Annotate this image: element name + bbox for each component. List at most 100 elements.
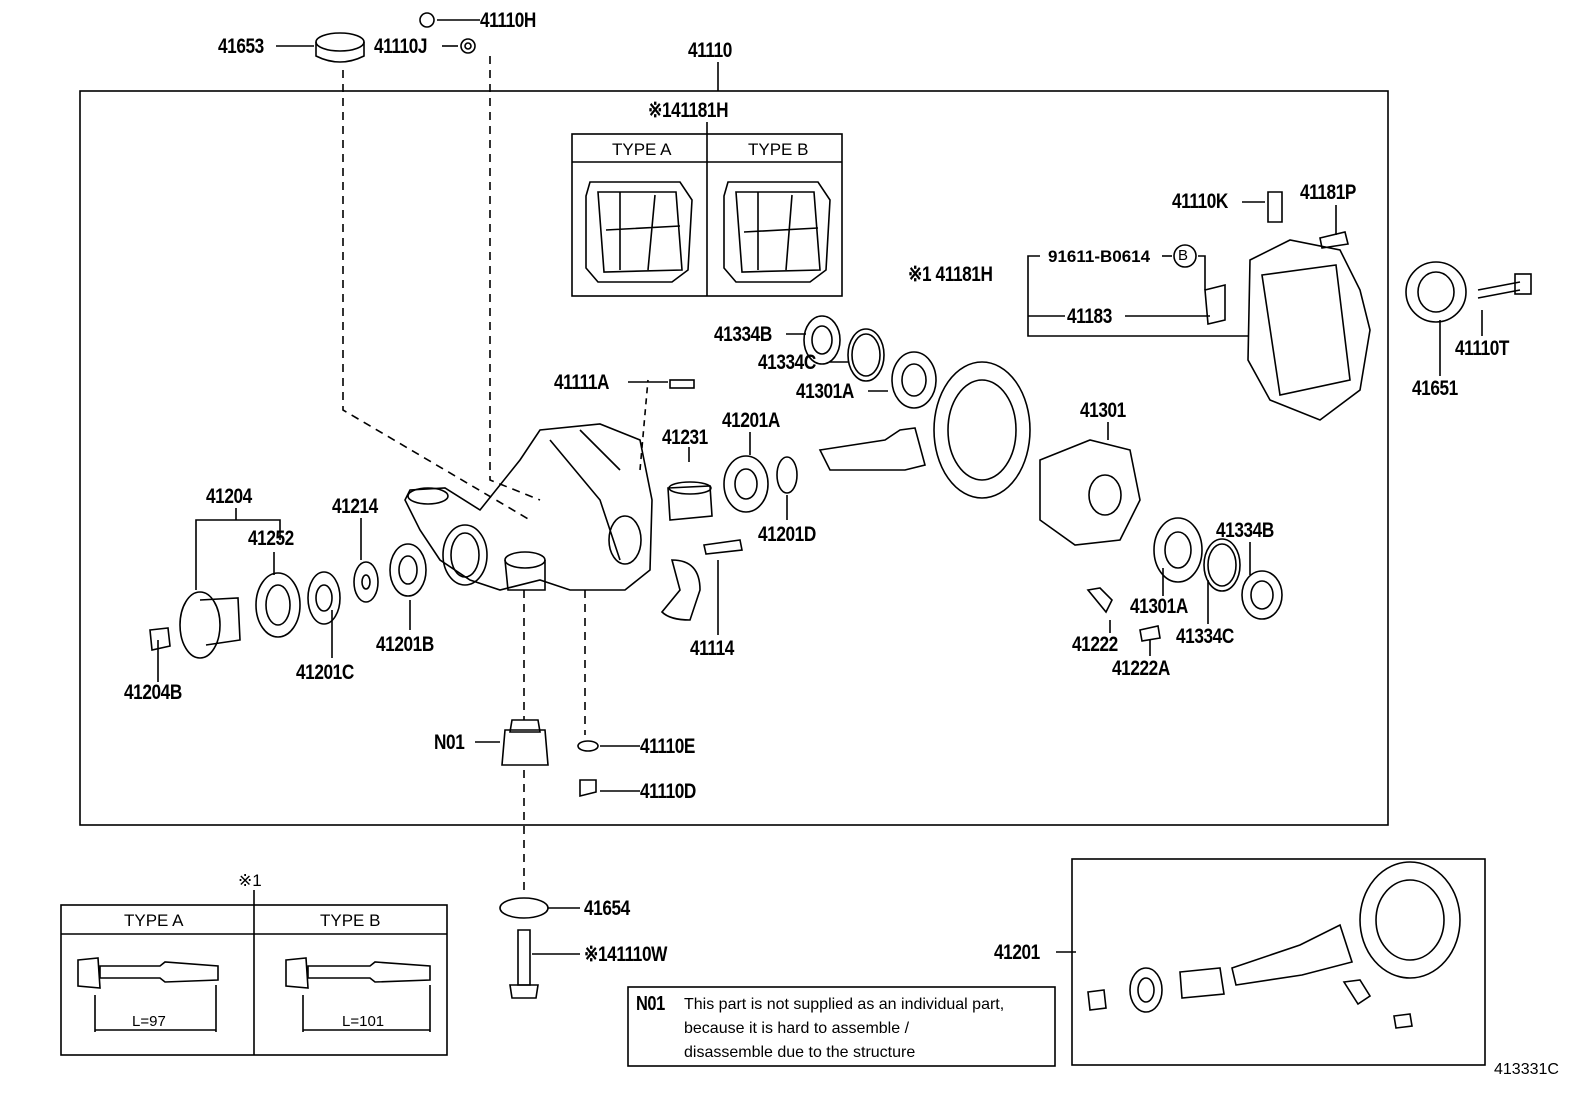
bolt-length-b: L=101	[342, 1013, 385, 1030]
gasket-type-b-label: TYPE B	[748, 140, 809, 159]
bearing-41301a-top-icon	[891, 351, 937, 409]
label-41334b-top: 41334B	[714, 323, 772, 346]
washer-41201d-icon	[776, 456, 798, 494]
bolt-41110d-icon	[579, 779, 597, 798]
stopper-41654-icon	[499, 897, 549, 919]
differential-carrier-housing-icon	[404, 423, 653, 591]
label-41201c: 41201C	[296, 661, 354, 684]
bolt-41114-icon	[703, 539, 743, 555]
label-41301a-bottom: 41301A	[1130, 595, 1188, 618]
note-line-3: disassemble due to the structure	[684, 1044, 916, 1061]
reference-b-text: B	[1178, 247, 1189, 264]
bearing-41201a-icon	[723, 455, 769, 513]
label-41181h-top: ※141181H	[648, 99, 729, 122]
label-41204: 41204	[206, 485, 252, 508]
label-41111a: 41111A	[554, 371, 610, 394]
set-pinion-icon	[1231, 923, 1354, 986]
bolt-41110w-icon	[517, 929, 531, 986]
bolt-type-a-icon	[77, 957, 101, 989]
label-41222a: 41222A	[1112, 657, 1170, 680]
set-sleeve-icon	[1179, 967, 1225, 999]
label-41653: 41653	[218, 35, 264, 58]
label-41183: 41183	[1067, 305, 1112, 328]
label-41110h: 41110H	[480, 9, 536, 32]
gasket-type-a-icon	[585, 181, 693, 283]
set-bearing-icon	[1129, 967, 1163, 1013]
diagram-id: 413331C	[1494, 1061, 1559, 1078]
bearing-41201c-icon	[307, 571, 341, 625]
drive-pinion-icon	[818, 427, 926, 471]
ring-gear-icon	[933, 361, 1031, 499]
label-41181h-right: ※1 41181H	[908, 263, 993, 286]
lock-plate-41222-icon	[1086, 587, 1113, 614]
bearing-41301a-bottom-icon	[1153, 517, 1203, 583]
label-41334c-top: 41334C	[758, 351, 816, 374]
label-41231: 41231	[662, 426, 708, 449]
bolt-length-a: L=97	[132, 1013, 166, 1030]
label-41201d: 41201D	[758, 523, 816, 546]
bolt-type-b-icon	[285, 957, 309, 989]
label-41201a: 41201A	[722, 409, 780, 432]
label-41114: 41114	[690, 637, 734, 660]
companion-flange-icon	[179, 591, 221, 659]
bolt-41181p-icon	[1319, 231, 1349, 249]
label-41651: 41651	[1412, 377, 1458, 400]
bushing-n01-icon	[501, 729, 549, 766]
gear-set-box	[1071, 858, 1486, 1066]
label-n01: N01	[434, 731, 465, 754]
oil-seal-41252-icon	[255, 572, 301, 638]
shim-41334c-bottom-icon	[1203, 538, 1241, 592]
main-assembly-frame	[79, 90, 1389, 826]
bearing-cap-icon	[660, 559, 701, 621]
label-41110w: ※141110W	[584, 943, 667, 966]
pin-41111a-icon	[669, 379, 695, 389]
bolt-type-b-label: TYPE B	[320, 911, 381, 930]
label-41334b-right: 41334B	[1216, 519, 1274, 542]
label-41252: 41252	[248, 527, 294, 550]
label-41214: 41214	[332, 495, 378, 518]
sleeve-41231-icon	[667, 485, 713, 521]
gasket-type-a-label: TYPE A	[612, 140, 672, 159]
note-line-1: This part is not supplied as an individu…	[684, 996, 1005, 1013]
carrier-cover-icon	[1247, 239, 1371, 421]
gasket-41110j-icon	[460, 38, 476, 54]
label-91611-b0614: 91611-B0614	[1048, 247, 1151, 266]
label-41301: 41301	[1080, 399, 1126, 422]
label-41181p: 41181P	[1300, 181, 1356, 204]
shim-41334c-top-icon	[847, 328, 885, 382]
bolt-41222a-icon	[1139, 625, 1161, 642]
bolt-41110t-icon	[1477, 281, 1521, 299]
label-41201: 41201	[994, 941, 1040, 964]
bearing-41201b-icon	[389, 543, 427, 597]
label-41201b: 41201B	[376, 633, 434, 656]
breather-41110k-icon	[1267, 191, 1283, 223]
plug-41110h-icon	[419, 12, 435, 28]
bolt-type-a-label: TYPE A	[124, 911, 184, 930]
label-41222: 41222	[1072, 633, 1118, 656]
gasket-type-b-icon	[723, 181, 831, 283]
label-41110j: 41110J	[374, 35, 428, 58]
bolt-note-mark: ※1	[238, 871, 262, 890]
label-41110t: 41110T	[1455, 337, 1510, 360]
oil-seal-41334b-top-icon	[803, 315, 841, 365]
oil-seal-41334b-right-icon	[1241, 570, 1283, 620]
set-ring-gear-icon	[1359, 861, 1461, 979]
nut-41204b-icon	[149, 627, 171, 651]
set-nut-icon	[1087, 989, 1107, 1011]
cap-41651-icon	[1405, 261, 1467, 323]
note-code: N01	[636, 993, 665, 1015]
reference-b-circle	[1173, 244, 1197, 268]
set-bolt-icon	[1393, 1013, 1413, 1029]
washer-41110e-icon	[577, 740, 599, 752]
differential-case-icon	[1039, 439, 1141, 546]
label-41110k: 41110K	[1172, 190, 1228, 213]
spacer-41214-icon	[353, 561, 379, 603]
label-41110e: 41110E	[640, 735, 696, 758]
label-41204b: 41204B	[124, 681, 182, 704]
note-line-2: because it is hard to assemble /	[684, 1020, 910, 1037]
label-41301a-top: 41301A	[796, 380, 854, 403]
label-41334c-bottom: 41334C	[1176, 625, 1234, 648]
note-box	[627, 986, 1056, 1067]
